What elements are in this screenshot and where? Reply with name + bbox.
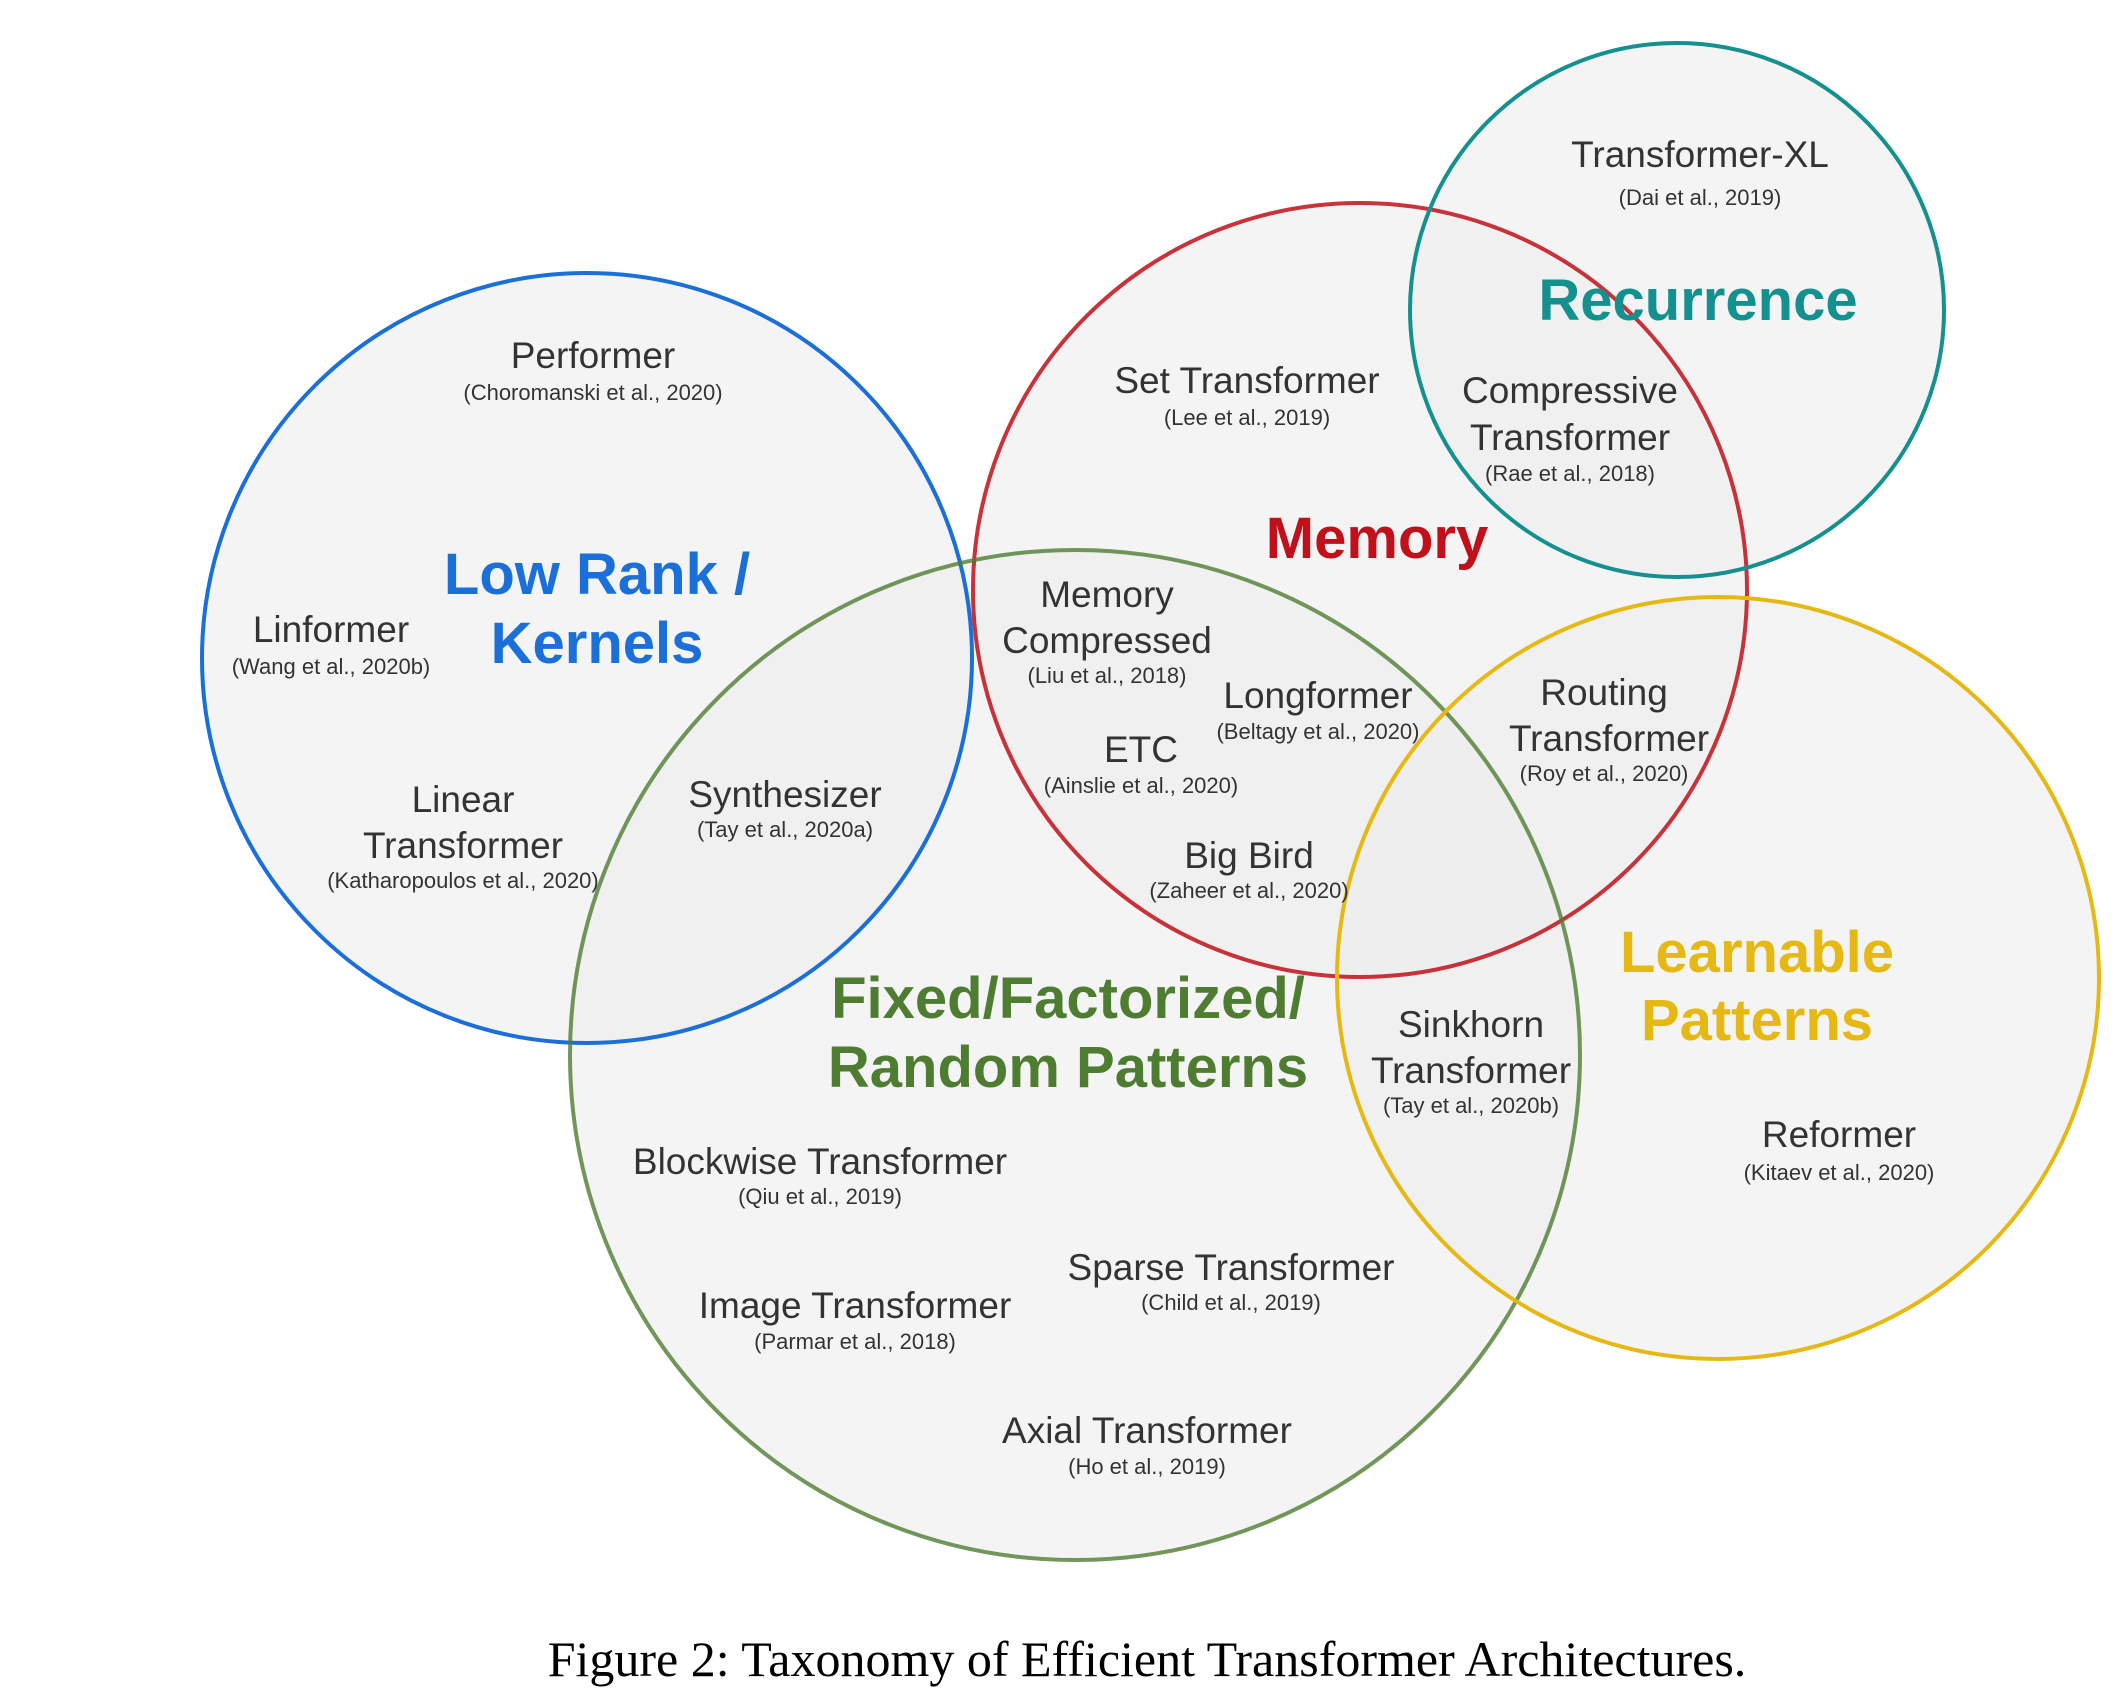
low-rank-label-line2: Kernels bbox=[491, 611, 704, 676]
model-citation: (Roy et al., 2020) bbox=[1520, 761, 1689, 786]
low-rank-label-line1: Low Rank / bbox=[444, 542, 750, 607]
model-citation: (Tay et al., 2020a) bbox=[697, 817, 873, 842]
category-labels: Low Rank / Kernels Memory Recurrence Fix… bbox=[444, 268, 1894, 1100]
model-name: Set Transformer bbox=[1114, 360, 1379, 401]
model-name-line1: Compressive bbox=[1462, 370, 1678, 411]
model-name-line2: Compressed bbox=[1002, 620, 1212, 661]
model-citation: (Rae et al., 2018) bbox=[1485, 461, 1655, 486]
recurrence-label: Recurrence bbox=[1538, 268, 1857, 333]
model-citation: (Ho et al., 2019) bbox=[1068, 1454, 1226, 1479]
model-performer: Performer (Choromanski et al., 2020) bbox=[463, 335, 722, 405]
model-citation: (Zaheer et al., 2020) bbox=[1149, 878, 1348, 903]
model-synthesizer: Synthesizer (Tay et al., 2020a) bbox=[688, 774, 881, 842]
fixed-label-line1: Fixed/Factorized/ bbox=[831, 966, 1305, 1031]
model-entries: Performer (Choromanski et al., 2020) Lin… bbox=[232, 134, 1935, 1479]
model-citation: (Tay et al., 2020b) bbox=[1383, 1093, 1559, 1118]
model-name: Sparse Transformer bbox=[1068, 1247, 1395, 1288]
model-citation: (Dai et al., 2019) bbox=[1619, 185, 1782, 210]
learnable-label-line2: Patterns bbox=[1641, 988, 1873, 1053]
recurrence-circle bbox=[1408, 41, 1946, 579]
model-citation: (Beltagy et al., 2020) bbox=[1216, 719, 1419, 744]
fixed-label-line2: Random Patterns bbox=[828, 1035, 1308, 1100]
circle-fills bbox=[202, 43, 2099, 1560]
model-axial-transformer: Axial Transformer (Ho et al., 2019) bbox=[1002, 1410, 1292, 1479]
model-citation: (Child et al., 2019) bbox=[1141, 1290, 1321, 1315]
model-name: Transformer-XL bbox=[1571, 134, 1829, 175]
model-routing-transformer: Routing Transformer (Roy et al., 2020) bbox=[1509, 672, 1709, 786]
model-name-line1: Sinkhorn bbox=[1398, 1004, 1544, 1045]
model-citation: (Choromanski et al., 2020) bbox=[463, 380, 722, 405]
model-citation: (Qiu et al., 2019) bbox=[738, 1184, 902, 1209]
fixed-circle bbox=[568, 548, 1582, 1562]
figure-caption: Figure 2: Taxonomy of Efficient Transfor… bbox=[548, 1631, 1747, 1687]
model-linear-transformer: Linear Transformer (Katharopoulos et al.… bbox=[327, 779, 599, 893]
model-reformer: Reformer (Kitaev et al., 2020) bbox=[1744, 1114, 1935, 1185]
model-memory-compressed: Memory Compressed (Liu et al., 2018) bbox=[1002, 574, 1212, 688]
model-name: Synthesizer bbox=[688, 774, 881, 815]
model-blockwise-transformer: Blockwise Transformer (Qiu et al., 2019) bbox=[633, 1141, 1007, 1209]
model-name: Axial Transformer bbox=[1002, 1410, 1292, 1451]
model-name: Image Transformer bbox=[699, 1285, 1012, 1326]
model-citation: (Liu et al., 2018) bbox=[1028, 663, 1187, 688]
model-sinkhorn-transformer: Sinkhorn Transformer (Tay et al., 2020b) bbox=[1371, 1004, 1571, 1118]
model-sparse-transformer: Sparse Transformer (Child et al., 2019) bbox=[1068, 1247, 1395, 1315]
learnable-label-line1: Learnable bbox=[1620, 920, 1894, 985]
low-rank-circle bbox=[200, 271, 974, 1045]
model-compressive-transformer: Compressive Transformer (Rae et al., 201… bbox=[1462, 370, 1678, 486]
model-name-line2: Transformer bbox=[1509, 718, 1709, 759]
circle-outlines bbox=[200, 41, 2101, 1562]
model-name-line1: Memory bbox=[1040, 574, 1174, 615]
model-name-line1: Routing bbox=[1540, 672, 1668, 713]
model-transformer-xl: Transformer-XL (Dai et al., 2019) bbox=[1571, 134, 1829, 210]
learnable-circle-fill bbox=[1337, 597, 2099, 1359]
model-image-transformer: Image Transformer (Parmar et al., 2018) bbox=[699, 1285, 1012, 1354]
model-citation: (Kitaev et al., 2020) bbox=[1744, 1160, 1935, 1185]
model-name-line2: Transformer bbox=[363, 825, 563, 866]
model-longformer: Longformer (Beltagy et al., 2020) bbox=[1216, 675, 1419, 744]
model-name-line2: Transformer bbox=[1470, 417, 1670, 458]
model-etc: ETC (Ainslie et al., 2020) bbox=[1044, 729, 1238, 798]
model-citation: (Ainslie et al., 2020) bbox=[1044, 773, 1238, 798]
model-name: Big Bird bbox=[1184, 835, 1314, 876]
model-name: ETC bbox=[1104, 729, 1178, 770]
learnable-circle bbox=[1335, 595, 2101, 1361]
model-citation: (Parmar et al., 2018) bbox=[754, 1329, 956, 1354]
model-name-line2: Transformer bbox=[1371, 1050, 1571, 1091]
model-name: Longformer bbox=[1223, 675, 1412, 716]
model-big-bird: Big Bird (Zaheer et al., 2020) bbox=[1149, 835, 1348, 903]
model-name: Performer bbox=[511, 335, 675, 376]
model-linformer: Linformer (Wang et al., 2020b) bbox=[232, 609, 431, 679]
model-name: Reformer bbox=[1762, 1114, 1916, 1155]
memory-circle bbox=[971, 201, 1749, 979]
model-name: Blockwise Transformer bbox=[633, 1141, 1007, 1182]
model-name: Linformer bbox=[253, 609, 409, 650]
model-name-line1: Linear bbox=[412, 779, 515, 820]
model-citation: (Lee et al., 2019) bbox=[1164, 405, 1330, 430]
fixed-circle-fill bbox=[570, 550, 1580, 1560]
memory-label: Memory bbox=[1266, 506, 1488, 571]
recurrence-circle-fill bbox=[1410, 43, 1944, 577]
model-set-transformer: Set Transformer (Lee et al., 2019) bbox=[1114, 360, 1379, 430]
model-citation: (Wang et al., 2020b) bbox=[232, 654, 431, 679]
model-citation: (Katharopoulos et al., 2020) bbox=[327, 868, 599, 893]
